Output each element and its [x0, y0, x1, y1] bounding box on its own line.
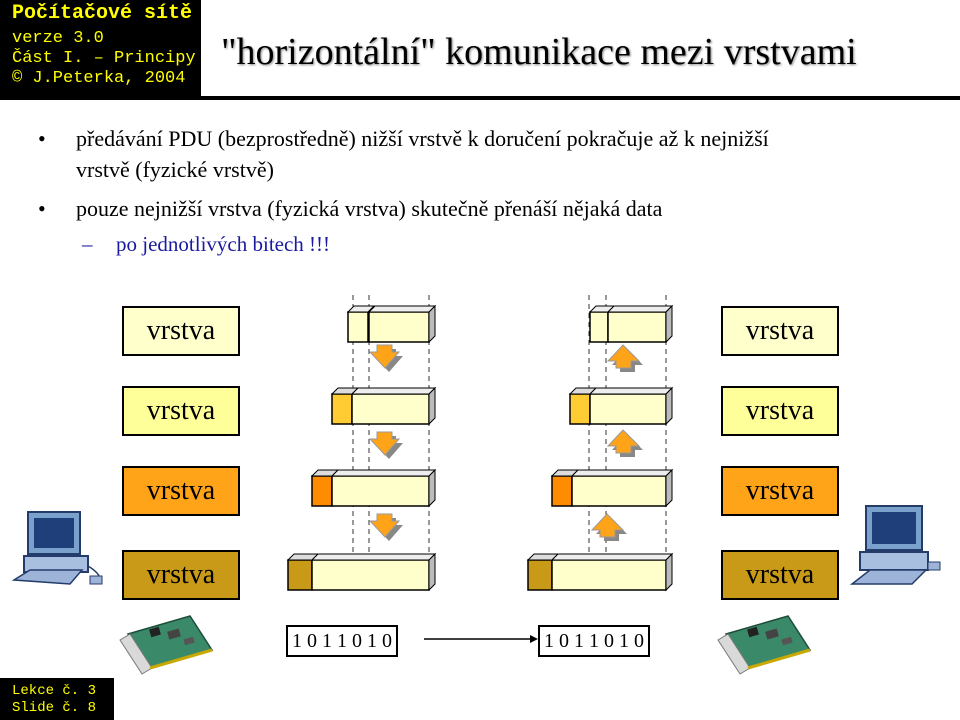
slide-number: Slide č. 8	[12, 700, 97, 716]
bullet-1-line-2: vrstvě (fyzické vrstvě)	[76, 157, 274, 182]
layer-box-left-4: vrstva	[122, 550, 240, 600]
pdu-right-layer-4	[526, 552, 674, 592]
pdu-right-layer-2	[568, 386, 674, 426]
up-arrow-icon	[590, 513, 627, 541]
up-arrow-icon	[606, 429, 643, 457]
course-title: Počítačové sítě	[12, 2, 193, 25]
layer-box-right-1: vrstva	[721, 306, 839, 356]
header-rule	[0, 96, 960, 100]
bullet-2: pouze nejnižší vrstva (fyzická vrstva) s…	[76, 196, 663, 221]
bit-sequence-left: 1 0 1 1 0 1 0	[286, 625, 398, 657]
pdu-left-layer-2	[330, 386, 437, 426]
layer-box-left-2: vrstva	[122, 386, 240, 436]
part-label: Část I. – Principy	[12, 49, 196, 68]
bullet-marker: •	[38, 126, 46, 151]
pdu-right-layer-3	[550, 468, 674, 508]
bullet-1-line-1: předávání PDU (bezprostředně) nižší vrst…	[76, 126, 769, 151]
pdu-left-layer-3	[310, 468, 437, 508]
slide-title: "horizontální" komunikace mezi vrstvami	[221, 31, 857, 73]
layer-box-left-1: vrstva	[122, 306, 240, 356]
lecture-label: Lekce č. 3	[12, 683, 97, 699]
layer-box-left-3: vrstva	[122, 466, 240, 516]
layer-box-right-3: vrstva	[721, 466, 839, 516]
layer-box-right-2: vrstva	[721, 386, 839, 436]
network-card-icon-right	[717, 615, 812, 675]
sub-bullet-dash: –	[82, 232, 93, 256]
bit-sequence-right: 1 0 1 1 0 1 0	[538, 625, 650, 657]
computer-icon-right	[849, 505, 941, 585]
transmission-arrow-icon	[424, 635, 538, 643]
header-box: Počítačové sítě verze 3.0 Část I. – Prin…	[0, 0, 201, 96]
pdu-right-layer-1	[588, 304, 674, 344]
network-card-icon-left	[119, 615, 214, 675]
pdu-left-layer-1	[346, 304, 437, 344]
copyright-label: © J.Peterka, 2004	[12, 69, 186, 88]
layer-box-right-4: vrstva	[721, 550, 839, 600]
down-arrow-icon	[368, 344, 403, 372]
footer-box: Lekce č. 3 Slide č. 8	[0, 678, 114, 720]
version-label: verze 3.0	[12, 29, 104, 48]
down-arrow-icon	[368, 513, 403, 541]
computer-icon-left	[11, 511, 103, 585]
sub-bullet: po jednotlivých bitech !!!	[116, 232, 331, 256]
pdu-left-layer-4	[286, 552, 437, 592]
bullet-marker: •	[38, 196, 46, 221]
down-arrow-icon	[368, 431, 403, 459]
up-arrow-icon	[606, 344, 643, 372]
